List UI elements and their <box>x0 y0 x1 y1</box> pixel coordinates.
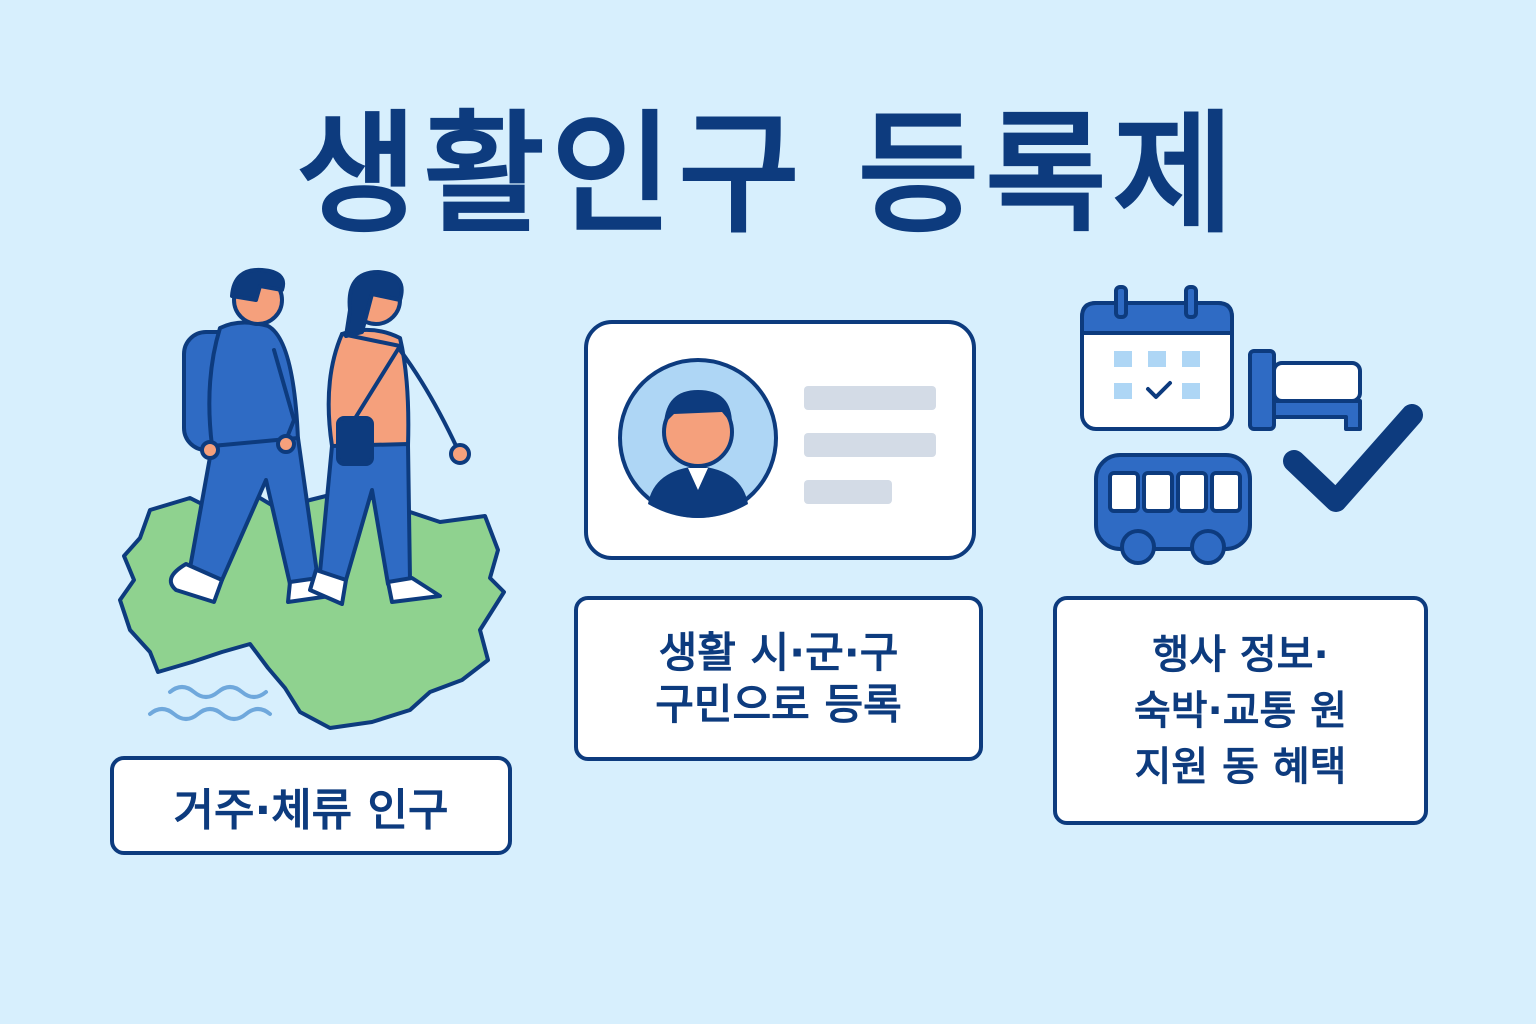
residence-label: 거주·체류 인구 <box>173 784 449 836</box>
bed-icon <box>1248 349 1362 431</box>
benefits-label-line-1: 행사 정보· <box>1152 631 1329 678</box>
benefits-label-line-2: 숙박·교통 원 <box>1133 687 1348 734</box>
benefits-label-box: 행사 정보· 숙박·교통 원 지원 동 혜택 <box>1053 596 1428 825</box>
registration-label-line-2: 구민으로 등록 <box>655 679 902 729</box>
calendar-icon <box>1080 285 1234 431</box>
checkmark-icon <box>1283 404 1423 512</box>
person-avatar-icon <box>618 358 778 518</box>
woman-walking-icon <box>308 270 471 606</box>
page-title: 생활인구 등록제 <box>295 98 1241 252</box>
walking-people-illustration <box>118 267 506 730</box>
water-waves-icon <box>148 685 272 721</box>
bus-icon <box>1094 453 1252 565</box>
id-card-icon <box>584 320 976 560</box>
registration-label-line-1: 생활 시·군·구 <box>658 627 899 677</box>
benefits-label-line-3: 지원 동 혜택 <box>1134 743 1347 790</box>
benefits-illustration <box>1080 285 1423 565</box>
residence-label-box: 거주·체류 인구 <box>110 756 512 855</box>
registration-label-box: 생활 시·군·구 구민으로 등록 <box>574 596 983 761</box>
